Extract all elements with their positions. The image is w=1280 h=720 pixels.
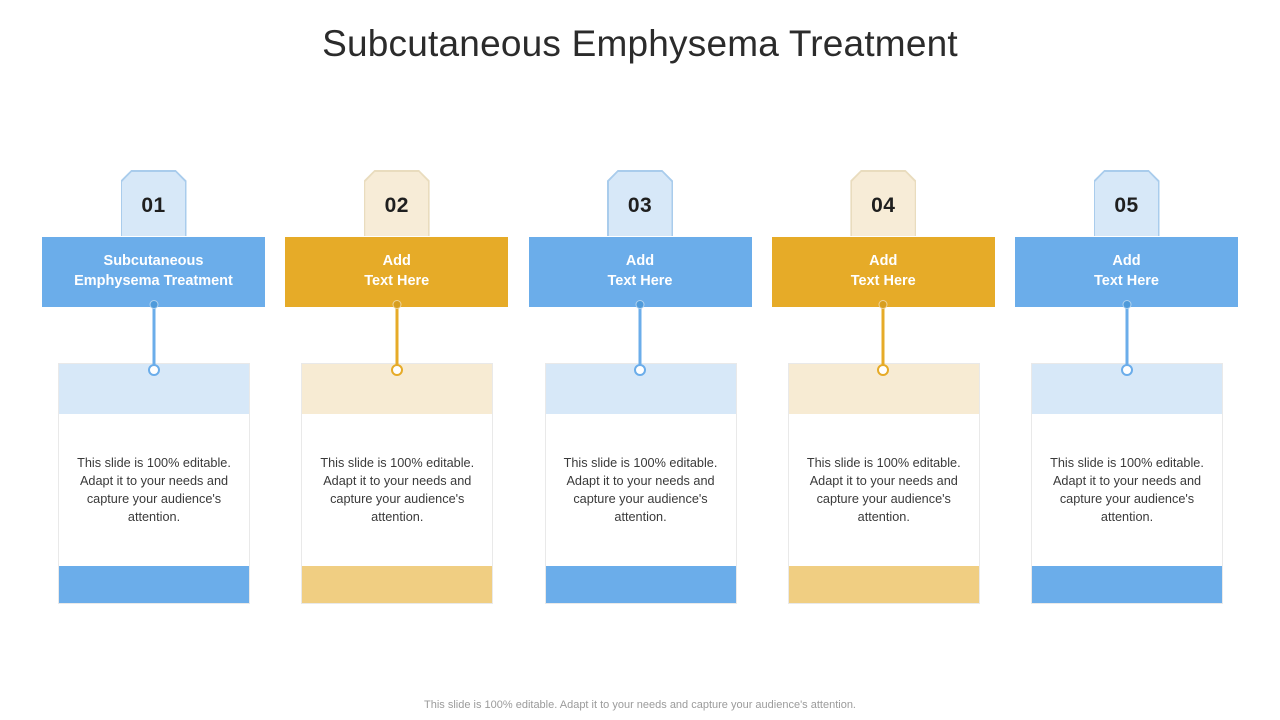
column-05: 05 Add Text Here This slide is 100% edit… — [1015, 170, 1238, 610]
connector-04 — [876, 300, 890, 376]
connector-line — [152, 304, 155, 372]
connector-dot-top-icon — [635, 300, 645, 309]
body-card-text: This slide is 100% editable. Adapt it to… — [320, 455, 475, 525]
header-bar-label: Add Text Here — [607, 253, 673, 289]
body-card-text: This slide is 100% editable. Adapt it to… — [77, 455, 231, 525]
body-card-04[interactable]: This slide is 100% editable. Adapt it to… — [787, 363, 980, 604]
body-card-text: This slide is 100% editable. Adapt it to… — [1050, 455, 1204, 525]
body-card-text-area: This slide is 100% editable. Adapt it to… — [302, 414, 493, 566]
body-card-05[interactable]: This slide is 100% editable. Adapt it to… — [1031, 363, 1223, 604]
connector-dot-top-icon — [149, 300, 158, 309]
header-bar-05[interactable]: Add Text Here — [1015, 237, 1238, 307]
number-tag-01[interactable]: 01 — [120, 170, 187, 236]
body-card-bottom-band — [1032, 566, 1222, 603]
connector-dot-bottom-icon — [1120, 364, 1133, 376]
connector-02 — [390, 300, 404, 376]
header-bar-03[interactable]: Add Text Here — [528, 237, 752, 307]
number-tag-05[interactable]: 05 — [1093, 170, 1160, 236]
number-tag-label: 04 — [871, 193, 896, 217]
number-tag-03[interactable]: 03 — [607, 170, 673, 236]
header-bar-01[interactable]: Subcutaneous Emphysema Treatment — [42, 237, 265, 307]
connector-05 — [1120, 300, 1134, 376]
connector-dot-top-icon — [392, 300, 402, 309]
header-bar-label: Subcutaneous Emphysema Treatment — [74, 253, 233, 289]
body-card-02[interactable]: This slide is 100% editable. Adapt it to… — [301, 363, 494, 604]
body-card-text-area: This slide is 100% editable. Adapt it to… — [59, 414, 249, 566]
connector-dot-bottom-icon — [877, 364, 890, 376]
number-tag-fill — [365, 171, 429, 236]
connector-line — [1125, 304, 1128, 372]
number-tag-04[interactable]: 04 — [850, 170, 917, 236]
column-01: 01 Subcutaneous Emphysema Treatment This… — [42, 170, 265, 610]
connector-dot-bottom-icon — [390, 364, 403, 376]
connector-line — [881, 304, 885, 372]
number-tag-label: 02 — [384, 193, 409, 217]
number-tag-fill — [608, 171, 672, 236]
footer-note: This slide is 100% editable. Adapt it to… — [424, 699, 856, 711]
column-03: 03 Add Text Here This slide is 100% edit… — [528, 170, 752, 610]
number-tag-fill — [851, 171, 915, 236]
body-card-bottom-band — [302, 566, 493, 603]
header-bar-04[interactable]: Add Text Here — [771, 237, 995, 307]
body-card-text: This slide is 100% editable. Adapt it to… — [563, 455, 718, 525]
connector-01 — [147, 300, 161, 376]
page-title: Subcutaneous Emphysema Treatment — [322, 23, 958, 64]
columns-container: 01 Subcutaneous Emphysema Treatment This… — [42, 170, 1238, 610]
column-04: 04 Add Text Here This slide is 100% edit… — [771, 170, 995, 610]
column-02: 02 Add Text Here This slide is 100% edit… — [285, 170, 509, 610]
connector-dot-top-icon — [878, 300, 888, 309]
header-bar-label: Add Text Here — [364, 253, 430, 289]
header-bar-label: Add Text Here — [1093, 253, 1159, 289]
connector-dot-bottom-icon — [147, 364, 160, 376]
connector-dot-top-icon — [1122, 300, 1131, 309]
body-card-03[interactable]: This slide is 100% editable. Adapt it to… — [544, 363, 737, 604]
number-tag-label: 01 — [141, 193, 166, 217]
number-tag-label: 03 — [627, 193, 653, 217]
number-tag-02[interactable]: 02 — [363, 170, 430, 236]
body-card-bottom-band — [59, 566, 249, 603]
body-card-01[interactable]: This slide is 100% editable. Adapt it to… — [58, 363, 250, 604]
number-tag-fill — [122, 171, 185, 236]
connector-03 — [633, 300, 647, 376]
header-bar-label: Add Text Here — [850, 253, 916, 289]
connector-line — [638, 304, 642, 372]
body-card-bottom-band — [788, 566, 979, 603]
body-card-text-area: This slide is 100% editable. Adapt it to… — [545, 414, 736, 566]
body-card-text: This slide is 100% editable. Adapt it to… — [806, 455, 961, 525]
body-card-text-area: This slide is 100% editable. Adapt it to… — [1032, 414, 1222, 566]
header-bar-02[interactable]: Add Text Here — [285, 237, 509, 307]
connector-line — [395, 304, 399, 372]
body-card-text-area: This slide is 100% editable. Adapt it to… — [788, 414, 979, 566]
body-card-bottom-band — [545, 566, 736, 603]
connector-dot-bottom-icon — [634, 364, 646, 376]
number-tag-fill — [1095, 171, 1158, 236]
number-tag-label: 05 — [1114, 193, 1139, 217]
